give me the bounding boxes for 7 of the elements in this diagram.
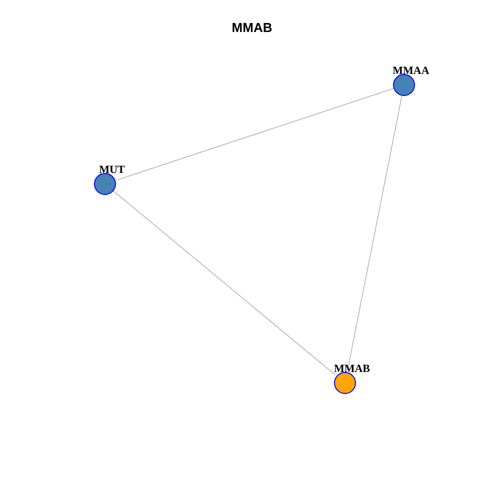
node-label: MUT	[99, 165, 125, 176]
edge-line	[113, 190, 336, 376]
node-label: MMAA	[392, 66, 430, 77]
edge-line	[116, 88, 394, 180]
diagram-title: MMAB	[232, 21, 272, 34]
edge-line	[347, 95, 402, 371]
node-label: MMAB	[334, 364, 370, 375]
